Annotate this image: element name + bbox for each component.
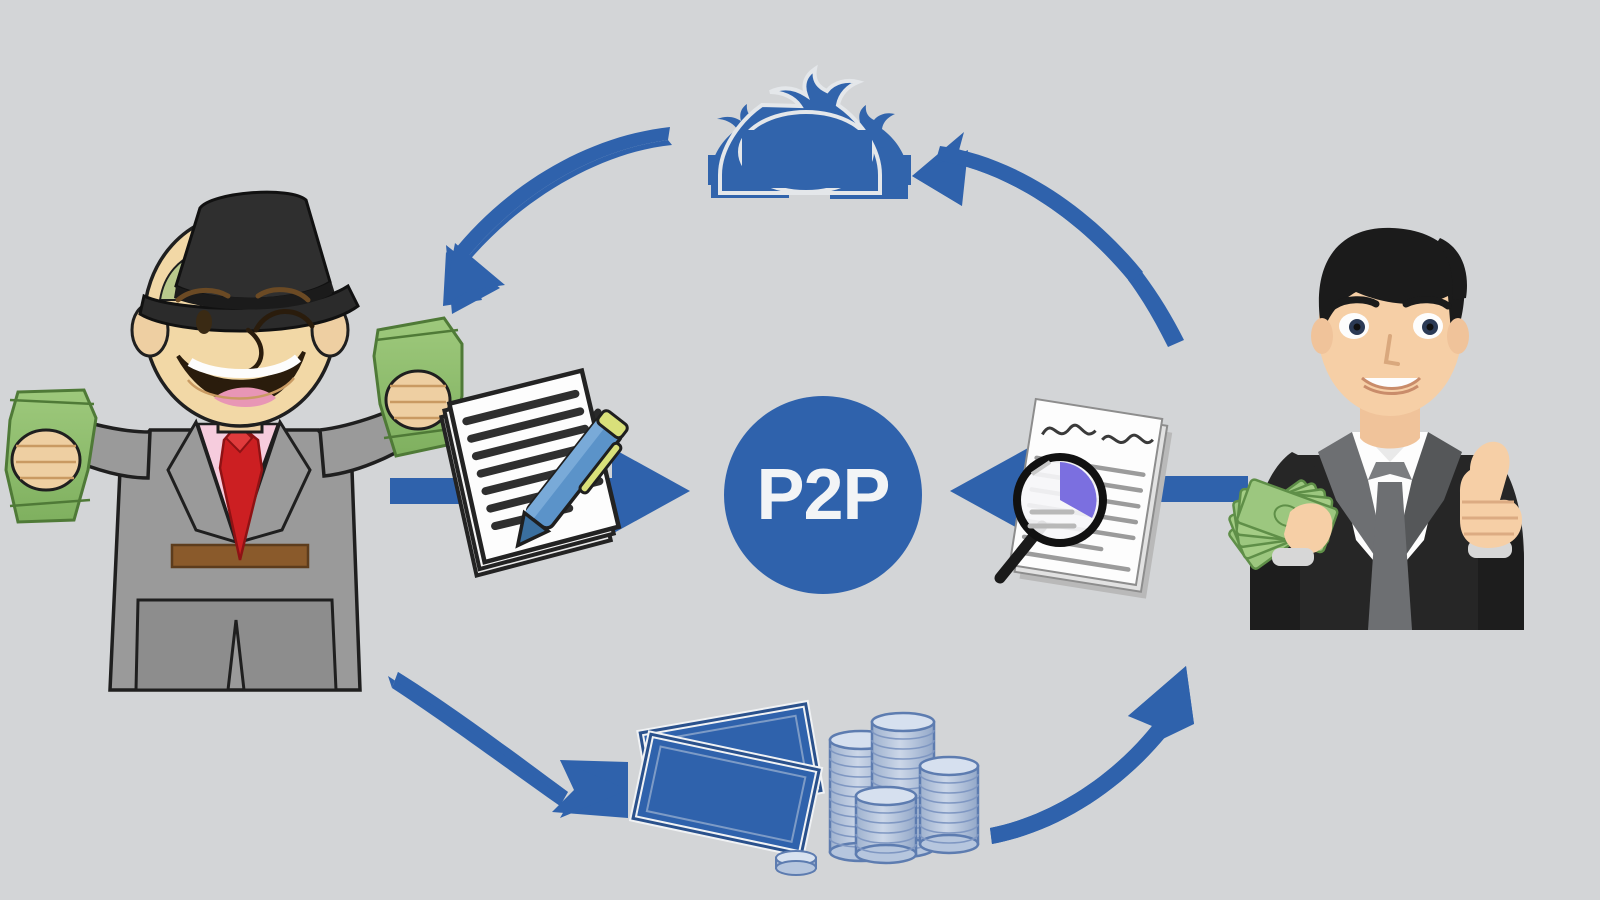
coin-stack-right <box>918 755 980 855</box>
arrow-from-cash-to-borrower <box>990 666 1194 844</box>
hand-holding-cash <box>1272 503 1333 566</box>
hand-right <box>384 369 452 431</box>
young-businessman-character <box>1228 227 1524 630</box>
single-coin <box>775 850 817 876</box>
arrow-from-money-bags-to-lender <box>443 127 672 314</box>
thumbs-up-hand <box>1460 441 1522 558</box>
arrow-from-lender-to-cash <box>388 672 628 818</box>
top-hat-businessman-character <box>4 190 464 692</box>
cash-and-coins-icon <box>628 699 980 876</box>
arrow-from-borrower-to-money-bags <box>912 132 1184 347</box>
document-under-magnifier-icon <box>994 397 1173 599</box>
pen <box>515 409 629 549</box>
p2p-center-node[interactable] <box>724 396 922 594</box>
hand-left <box>10 428 82 492</box>
money-bags-icon <box>708 64 911 199</box>
coin-stack-front <box>854 785 918 865</box>
contract-with-pen-icon <box>439 367 629 579</box>
